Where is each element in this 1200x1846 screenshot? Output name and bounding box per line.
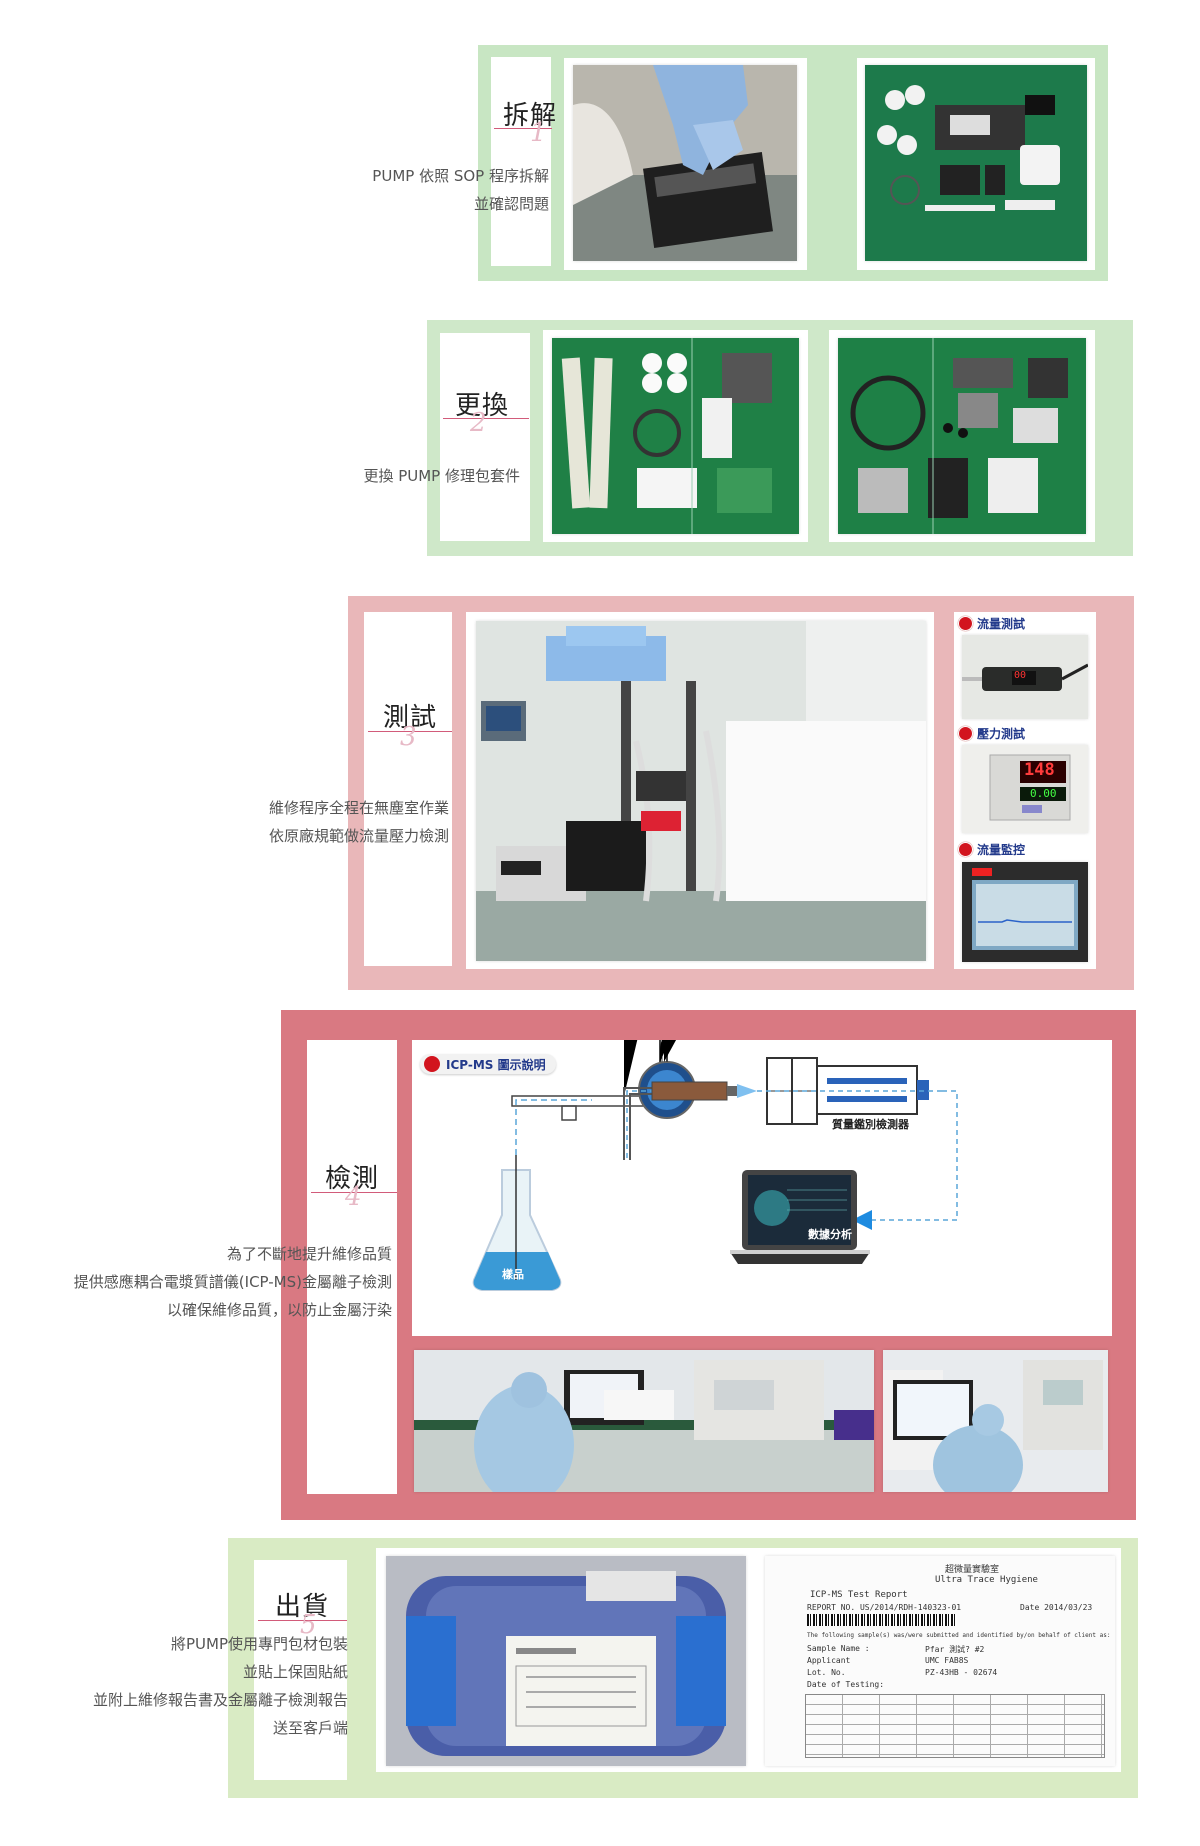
icpms-tag: ICP-MS 圖示說明 — [420, 1054, 556, 1074]
report-sample-name-value: Pfar 測試? #2 — [925, 1645, 985, 1654]
pressure-gauge-photo: 148 0.00 — [962, 745, 1088, 833]
step4-script-mark: 4 — [345, 1182, 362, 1212]
report-org-en: Ultra Trace Hygiene — [935, 1575, 1038, 1585]
flow-display-value: 00 — [1014, 670, 1027, 681]
report-date-testing: Date of Testing: — [807, 1680, 885, 1689]
parts-layout-photo — [865, 65, 1087, 261]
icpms-test-report: 超微量實驗室 Ultra Trace Hygiene ICP-MS Test R… — [765, 1556, 1115, 1766]
report-heading: ICP-MS Test Report — [810, 1590, 908, 1600]
detector-label: 質量鑑別檢測器 — [832, 1118, 909, 1131]
flask-label: 樣品 — [502, 1268, 524, 1281]
flow-meter-photo: 00 — [962, 635, 1088, 719]
step4-title: 檢測 — [325, 1164, 380, 1194]
report-applicant-value: UMC FAB8S — [925, 1656, 969, 1665]
step3-title-card — [364, 612, 452, 966]
repair-kit-photo2 — [838, 338, 1086, 534]
icpms-diagram: ICP-MS 圖示說明 — [412, 1040, 1112, 1336]
step1-title-card — [491, 57, 551, 266]
icpms-flow-svg — [472, 1040, 696, 1291]
red-dot-icon — [958, 725, 973, 741]
report-barcode — [807, 1614, 957, 1626]
step2-title-underline — [443, 418, 529, 419]
step2-description: 更換 PUMP 修理包套件 — [363, 467, 520, 485]
report-date: Date 2014/03/23 — [1020, 1603, 1093, 1612]
step1-script-mark: 1 — [530, 118, 547, 148]
pressure-display-value: 148 — [1024, 760, 1055, 780]
disassembly-photo — [573, 65, 797, 261]
report-table — [805, 1694, 1105, 1758]
icpms-torch-svg — [623, 1057, 958, 1264]
lab-photo-2 — [883, 1350, 1108, 1492]
packaged-pump-photo — [386, 1556, 746, 1766]
step2-script-mark: 2 — [470, 408, 487, 438]
step4-title-card — [307, 1040, 397, 1494]
step3-title-underline — [368, 731, 452, 732]
step4-description: 為了不斷地提升維修品質 提供感應耦合電漿質譜儀(ICP-MS)金屬離子檢測 以確… — [73, 1245, 392, 1319]
flow-monitor-tag: 流量監控 — [958, 840, 1025, 858]
pressure-test-tag: 壓力測試 — [958, 724, 1025, 742]
step1-description: PUMP 依照 SOP 程序拆解 並確認問題 — [372, 167, 549, 213]
step5-description: 將PUMP使用專門包材包裝 並貼上保固貼紙 並附上維修報告書及金屬離子檢測報告 … — [92, 1635, 348, 1737]
step3-script-mark: 3 — [400, 722, 417, 752]
report-number: REPORT NO. US/2014/RDH-140323-01 — [807, 1603, 962, 1612]
analysis-label: 數據分析 — [808, 1228, 852, 1241]
step5-title: 出貨 — [275, 1592, 330, 1622]
step2-title-card — [440, 333, 530, 541]
step5-script-mark: 5 — [300, 1610, 317, 1640]
red-dot-icon — [958, 841, 973, 857]
flow-test-tag: 流量測試 — [958, 614, 1025, 632]
report-lot-label: Lot. No. — [807, 1668, 846, 1677]
lab-photo-1 — [414, 1350, 874, 1492]
flow-monitor-screen-photo — [962, 862, 1088, 962]
pressure-sub-value: 0.00 — [1030, 787, 1057, 800]
step2-title: 更換 — [455, 391, 510, 421]
step4-title-underline — [311, 1192, 397, 1193]
report-intro: The following sample(s) was/were submitt… — [807, 1632, 1111, 1639]
cleanroom-test-rig-photo — [476, 621, 926, 961]
step3-title: 測試 — [383, 703, 438, 733]
report-org-cn: 超微量實驗室 — [945, 1565, 1000, 1575]
step1-title-underline — [494, 128, 552, 129]
report-lot-value: PZ-43HB - 02674 — [925, 1668, 998, 1677]
repair-kit-photo1 — [552, 338, 799, 534]
report-applicant-label: Applicant — [807, 1656, 851, 1665]
report-sample-name-label: Sample Name : — [807, 1644, 870, 1653]
step5-title-underline — [258, 1620, 347, 1621]
step3-description: 維修程序全程在無塵室作業 依原廠規範做流量壓力檢測 — [268, 799, 449, 845]
step1-title: 拆解 — [503, 101, 558, 131]
red-dot-icon — [424, 1056, 440, 1072]
red-dot-icon — [958, 615, 973, 631]
step5-title-card — [254, 1560, 347, 1780]
